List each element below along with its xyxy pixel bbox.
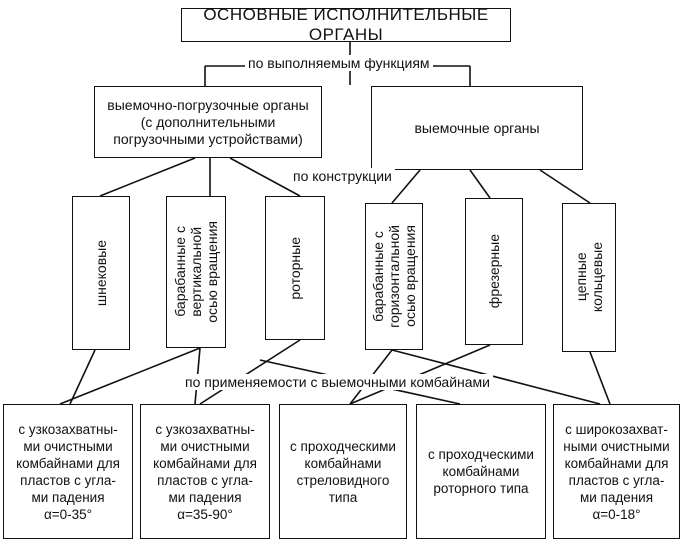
- connector-loading-rotary: [229, 157, 301, 197]
- loading-organs-text: выемочно-погрузочные органы (с дополните…: [107, 96, 309, 147]
- rotary-text: роторные: [287, 236, 303, 300]
- heading-boom-box: с проходческими комбайнами стреловидного…: [279, 404, 407, 539]
- milling-box: фрезерные: [465, 198, 523, 345]
- connector-cutting-milling: [469, 169, 491, 199]
- narrow-steep-box: с узкозахватны- ми очистными комбайнами …: [140, 404, 270, 539]
- narrow-steep-text: с узкозахватны- ми очистными комбайнами …: [153, 421, 257, 522]
- wide-box: с широкозахват- ными очистными комбайнам…: [553, 404, 680, 539]
- narrow-low-box: с узкозахватны- ми очистными комбайнами …: [3, 404, 133, 539]
- connector-cutting-drumh: [391, 169, 421, 204]
- rotary-box: роторные: [265, 196, 325, 340]
- wide-text: с широкозахват- ными очистными комбайнам…: [563, 421, 670, 522]
- milling-text: фрезерные: [486, 234, 502, 309]
- loading-organs-box: выемочно-погрузочные органы (с дополните…: [94, 86, 322, 158]
- connector-cutting-chain: [539, 169, 591, 204]
- label-by-use: по применяемости с выемочными комбайнами: [182, 374, 493, 390]
- drum-horizontal-text: барабанные с горизонтальной осью вращени…: [370, 225, 418, 328]
- connector-drumv-narrowlow: [59, 347, 201, 405]
- heading-boom-text: с проходческими комбайнами стреловидного…: [290, 438, 396, 505]
- label-by-design: по конструкции: [290, 168, 395, 184]
- auger-box: шнековые: [72, 196, 130, 350]
- heading-rotor-text: с проходческими комбайнами роторного тип…: [428, 447, 534, 496]
- drum-horizontal-box: барабанные с горизонтальной осью вращени…: [365, 203, 423, 350]
- drum-vertical-text: барабанные с вертикальной осью вращения: [172, 221, 220, 323]
- title-text: ОСНОВНЫЕ ИСПОЛНИТЕЛЬНЫЕ ОРГАНЫ: [203, 5, 489, 44]
- connector-auger-narrowlow: [69, 349, 96, 405]
- drum-vertical-box: барабанные с вертикальной осью вращения: [166, 196, 226, 348]
- label-by-function: по выполняемым функциям: [245, 55, 433, 71]
- cutting-organs-text: выемочные органы: [414, 119, 540, 136]
- connector-loading-auger: [99, 157, 196, 197]
- connector-chain-wide: [589, 351, 611, 405]
- cutting-organs-box: выемочные органы: [371, 86, 583, 170]
- chain-ring-text: цепные кольцевые: [573, 242, 605, 313]
- connector-drumh-wide: [391, 349, 601, 405]
- chain-ring-box: цепные кольцевые: [562, 203, 616, 352]
- auger-text: шнековые: [93, 239, 109, 307]
- connector-rotary-narrowsteep: [199, 339, 301, 405]
- narrow-low-text: с узкозахватны- ми очистными комбайнами …: [16, 421, 120, 522]
- title-box: ОСНОВНЫЕ ИСПОЛНИТЕЛЬНЫЕ ОРГАНЫ: [181, 5, 511, 44]
- heading-rotor-box: с проходческими комбайнами роторного тип…: [416, 404, 546, 539]
